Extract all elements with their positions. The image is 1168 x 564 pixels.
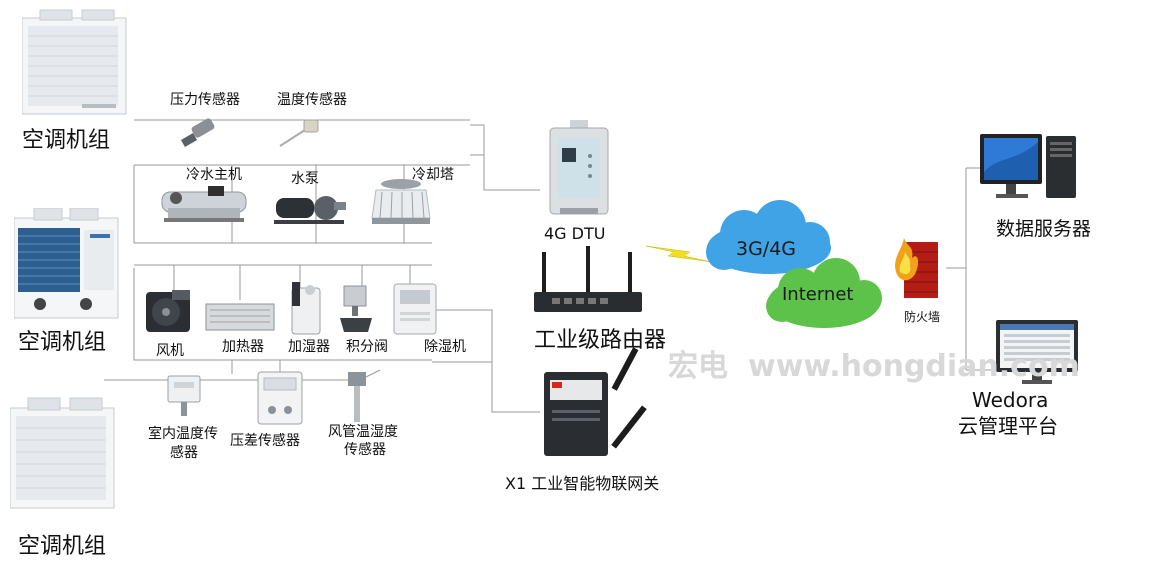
cloud-internet-label: Internet <box>782 284 854 305</box>
pump-label: 水泵 <box>291 171 319 187</box>
fan-image <box>142 286 194 338</box>
chiller-label: 冷水主机 <box>186 167 242 183</box>
chiller-image <box>158 182 254 226</box>
dehumidifier-image <box>392 282 438 338</box>
watermark-cn: 宏电 <box>668 349 728 384</box>
firewall-label: 防火墙 <box>904 310 941 324</box>
duct-sensor-label-1: 风管温湿度 <box>328 424 398 440</box>
humidifier-label: 加湿器 <box>288 339 330 355</box>
temperature-sensor-icon <box>278 116 324 152</box>
pump-image <box>272 190 348 230</box>
dehumidifier-label: 除湿机 <box>424 339 466 355</box>
diff-pressure-sensor-image <box>256 370 304 426</box>
cloud-3g4g-label: 3G/4G <box>736 238 797 260</box>
router-image <box>532 246 644 318</box>
platform-desc-label: 云管理平台 <box>958 414 1058 438</box>
duct-sensor-label-2: 传感器 <box>344 442 386 458</box>
pressure-sensor-label: 压力传感器 <box>170 92 240 108</box>
gateway-label: X1 工业智能物联网关 <box>505 474 660 493</box>
valve-image <box>338 284 374 340</box>
ac-unit-3-label: 空调机组 <box>18 534 107 559</box>
indoor-sensor-image <box>164 374 204 420</box>
ac-unit-3-image <box>10 396 120 510</box>
heater-label: 加热器 <box>222 339 264 355</box>
cloud-3g4g-icon <box>694 200 844 290</box>
gateway-image <box>540 346 656 462</box>
dtu-image <box>544 120 614 220</box>
cooling-tower-image <box>368 176 434 228</box>
indoor-sensor-label-1: 室内温度传 <box>148 426 218 442</box>
dtu-label: 4G DTU <box>544 224 606 243</box>
humidifier-image <box>288 278 324 338</box>
cloud-internet-icon <box>758 252 890 338</box>
diff-pressure-sensor-label: 压差传感器 <box>230 433 300 449</box>
watermark-url: www.hongdian.com <box>748 349 1080 384</box>
router-label: 工业级路由器 <box>534 328 667 353</box>
platform-name-label: Wedora <box>972 388 1049 412</box>
ac-unit-1-image <box>22 6 132 116</box>
fan-label: 风机 <box>156 343 184 359</box>
indoor-sensor-label-2: 感器 <box>170 445 198 461</box>
firewall-icon <box>890 232 946 302</box>
temperature-sensor-label: 温度传感器 <box>277 92 347 108</box>
platform-monitor-image <box>994 318 1080 388</box>
data-server-image <box>976 132 1080 204</box>
ac-unit-2-image <box>14 208 122 320</box>
pressure-sensor-icon <box>178 116 224 152</box>
duct-sensor-image <box>342 370 372 426</box>
cooling-tower-label: 冷却塔 <box>412 167 454 183</box>
valve-label: 积分阀 <box>346 339 388 355</box>
ac-unit-2-label: 空调机组 <box>18 330 107 355</box>
heater-image <box>204 300 276 334</box>
ac-unit-1-label: 空调机组 <box>22 128 111 153</box>
data-server-label: 数据服务器 <box>996 218 1092 240</box>
